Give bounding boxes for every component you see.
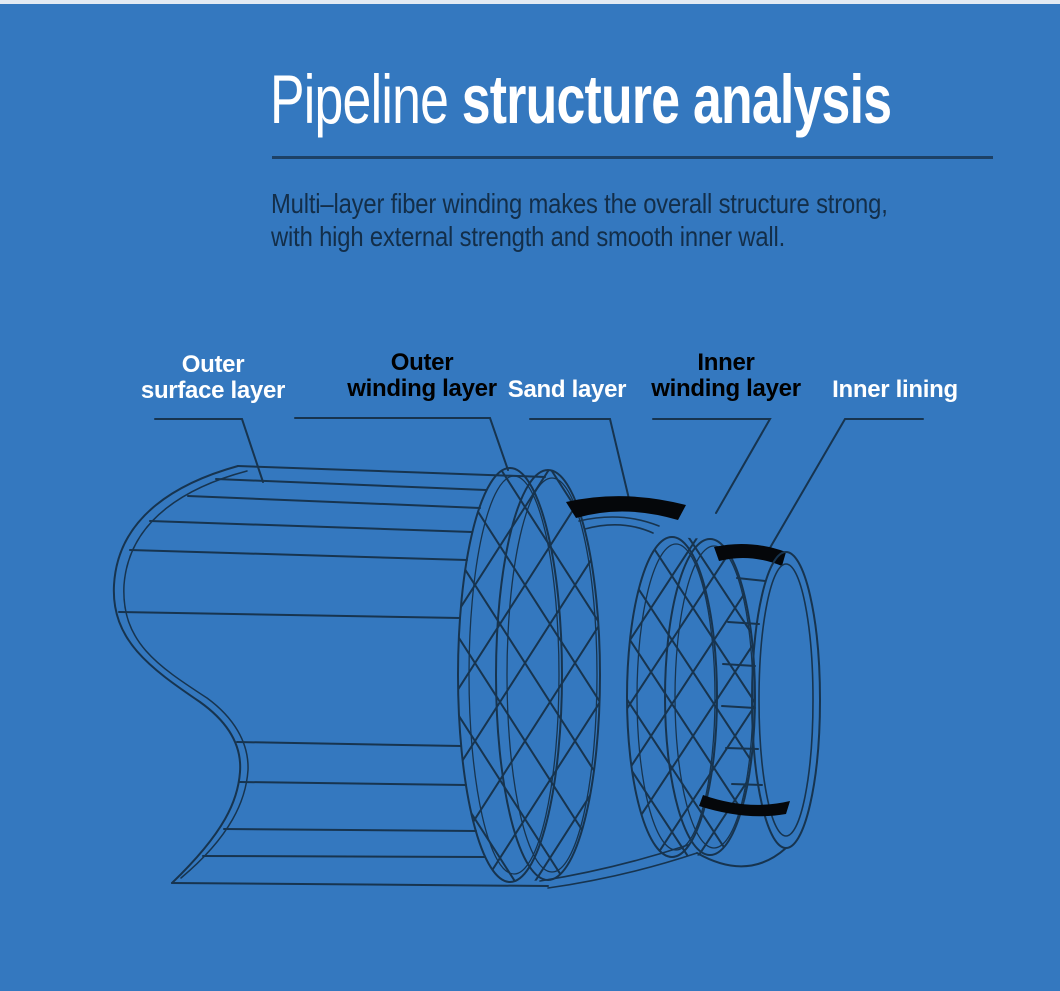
label-line-1: Outer [390,349,454,376]
title-bold-part: structure analysis [461,61,892,138]
contour-l2 [239,781,467,786]
contour-mid [118,611,461,619]
subtitle-line-2: with high external strength and smooth i… [271,221,786,252]
label-line-1: Outer [181,351,245,378]
bell-silhouette [112,465,242,884]
leader-sand-layer [529,418,630,500]
label-line-2: winding layer [347,375,497,402]
title-light-part: Pipeline [270,61,462,138]
leader-inner-lining [766,418,924,554]
contour-l1 [236,741,462,747]
subtitle: Multi–layer fiber winding makes the over… [271,187,888,253]
page-title: Pipeline structure analysis [270,61,892,138]
lining-top-cut-band [714,543,786,566]
contour-l4 [202,855,486,858]
top-strip [0,0,1060,4]
lining-face-ellipse [751,551,821,849]
inner-mesh-fill [627,537,755,857]
lining-bore-ellipse [758,563,814,837]
pipe-bottom-edge [171,882,549,887]
label-line-1: Sand layer [507,376,627,403]
label-outer-surface-layer: Outer surface layer [140,351,286,404]
lining-bottom-cut-band [699,795,790,817]
subtitle-line-1: Multi–layer fiber winding makes the over… [271,188,888,219]
outer-surface-layer-drawing [112,465,549,887]
label-line-2: surface layer [140,377,286,404]
pipe-structure-diagram: Outer surface layer Outer winding layer … [0,330,1060,991]
leader-inner-winding-layer [652,418,772,514]
label-inner-winding-layer: Inner winding layer [651,349,801,402]
contour-u3 [149,520,473,533]
lining-bottom-edge [696,847,787,868]
leader-outer-winding-layer [294,417,509,471]
outer-winding-layer-drawing [457,467,601,883]
label-inner-lining: Inner lining [832,377,958,403]
sand-layer-drawing [539,496,698,889]
label-line-2: winding layer [651,375,801,402]
label-line-1: Inner [697,349,755,376]
contour-l3 [223,828,477,832]
inner-lining-drawing [696,543,821,868]
contour-u2 [187,495,481,509]
title-underline-rule [272,156,993,159]
sand-cut-band [566,496,686,520]
bell-silhouette-inner [123,470,249,879]
label-line-1: Inner lining [832,376,958,403]
inner-winding-layer-drawing [626,536,756,858]
outer-mesh-fill [458,468,600,882]
contour-u1 [215,478,487,491]
pipe-top-edge [237,465,546,478]
leader-outer-surface-layer [154,418,264,483]
label-sand-layer: Sand layer [507,376,627,403]
leader-lines [154,417,924,554]
label-outer-winding-layer: Outer winding layer [347,349,497,402]
contour-u4 [129,549,468,561]
